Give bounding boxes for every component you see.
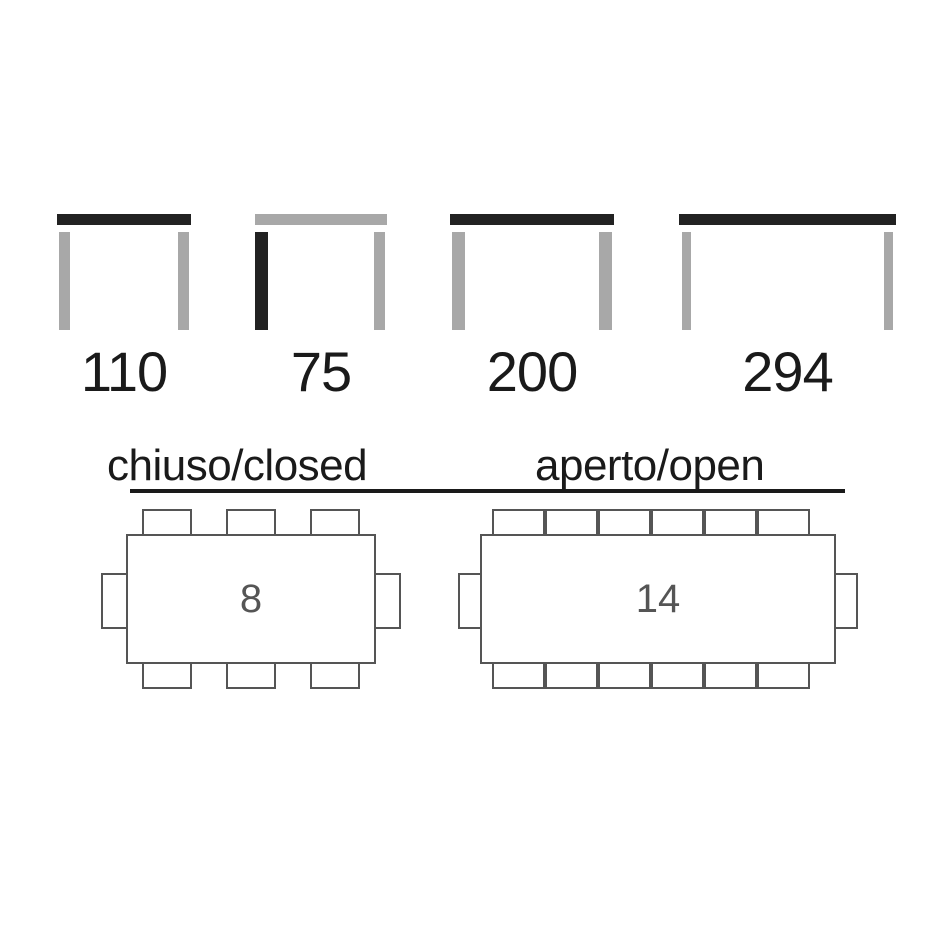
table-leg-left bbox=[255, 232, 268, 330]
seat-right-1 bbox=[373, 573, 401, 629]
seat-bottom-1 bbox=[142, 661, 192, 689]
seat-bottom-2 bbox=[545, 661, 598, 689]
dimension-label-75: 75 bbox=[290, 340, 352, 403]
tabletop-bar bbox=[57, 214, 191, 225]
seat-left-1 bbox=[101, 573, 129, 629]
seat-bottom-3 bbox=[598, 661, 651, 689]
seat-top-1 bbox=[142, 509, 192, 537]
elevation-icon-200 bbox=[450, 214, 614, 330]
table-leg-right bbox=[599, 232, 612, 330]
seat-top-4 bbox=[651, 509, 704, 537]
table-plan-open bbox=[480, 534, 836, 664]
seat-top-2 bbox=[226, 509, 276, 537]
elevation-icon-75 bbox=[255, 214, 387, 330]
tabletop-bar bbox=[255, 214, 387, 225]
table-leg-left bbox=[59, 232, 70, 330]
seat-bottom-2 bbox=[226, 661, 276, 689]
seat-bottom-3 bbox=[310, 661, 360, 689]
table-plan-closed bbox=[126, 534, 376, 664]
caption-underline bbox=[130, 489, 845, 493]
seat-top-3 bbox=[598, 509, 651, 537]
elevation-icon-294 bbox=[679, 214, 896, 330]
caption-open: aperto/open bbox=[535, 441, 765, 490]
seat-top-3 bbox=[310, 509, 360, 537]
table-leg-right bbox=[884, 232, 893, 330]
seat-bottom-6 bbox=[757, 661, 810, 689]
table-leg-right bbox=[178, 232, 189, 330]
seat-bottom-1 bbox=[492, 661, 545, 689]
seat-top-1 bbox=[492, 509, 545, 537]
seat-bottom-4 bbox=[651, 661, 704, 689]
seat-top-2 bbox=[545, 509, 598, 537]
seat-top-6 bbox=[757, 509, 810, 537]
table-leg-left bbox=[682, 232, 691, 330]
tabletop-bar bbox=[450, 214, 614, 225]
table-leg-left bbox=[452, 232, 465, 330]
table-leg-right bbox=[374, 232, 385, 330]
dimension-label-294: 294 bbox=[742, 340, 833, 403]
seat-bottom-5 bbox=[704, 661, 757, 689]
caption-closed: chiuso/closed bbox=[107, 441, 368, 490]
seat-count-open: 14 bbox=[635, 577, 681, 621]
seat-count-closed: 8 bbox=[239, 577, 263, 621]
tabletop-bar bbox=[679, 214, 896, 225]
seat-top-5 bbox=[704, 509, 757, 537]
elevation-icon-110 bbox=[57, 214, 191, 330]
dimension-label-110: 110 bbox=[80, 340, 168, 403]
dimension-label-200: 200 bbox=[486, 340, 578, 403]
